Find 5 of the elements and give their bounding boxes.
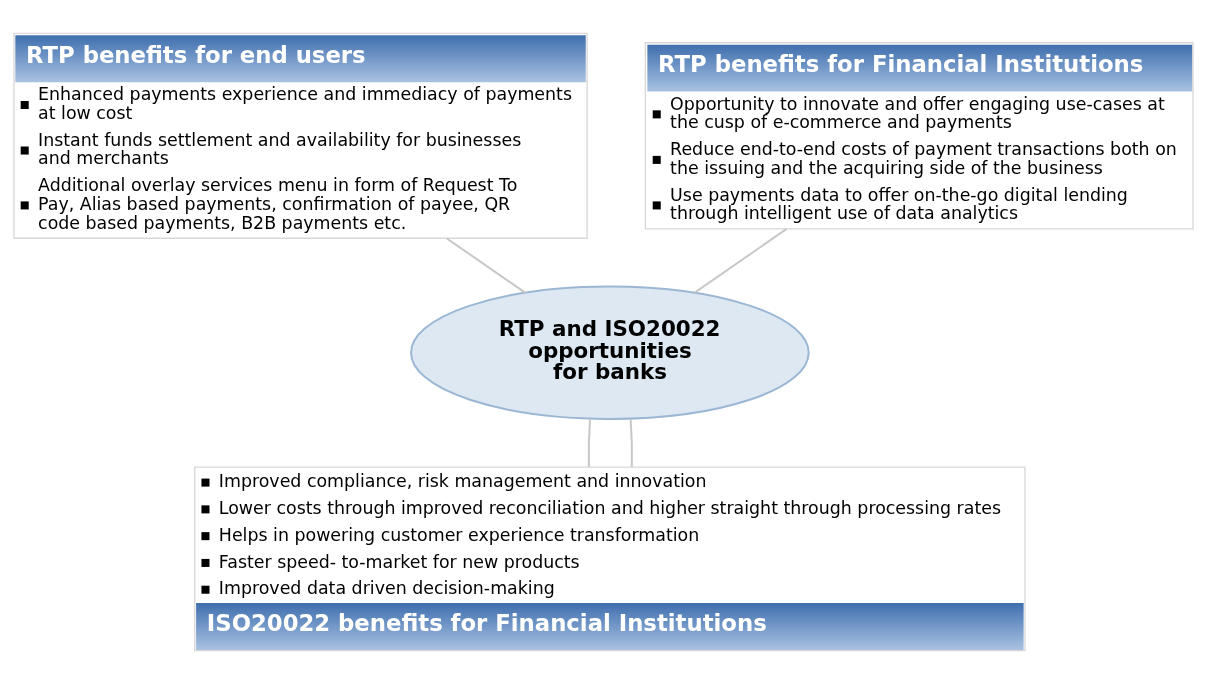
connector (587, 418, 592, 467)
node-ellipse: RTP and ISO20022 opportunities for banks (410, 285, 810, 420)
connector (446, 237, 526, 294)
connector (694, 228, 788, 294)
connector (629, 418, 633, 467)
